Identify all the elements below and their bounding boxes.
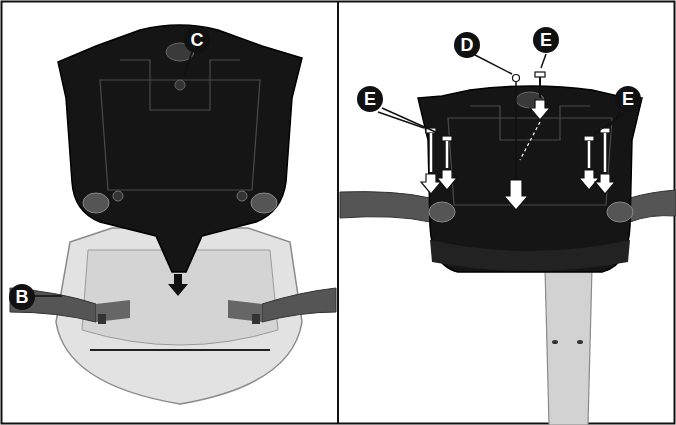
callout-letter: B [9, 284, 35, 310]
callout-letter: E [357, 86, 383, 112]
callout-letter: E [533, 27, 559, 53]
callout-letter: C [184, 27, 210, 53]
callout-letter: E [615, 86, 641, 112]
callout-letter: D [454, 32, 480, 58]
